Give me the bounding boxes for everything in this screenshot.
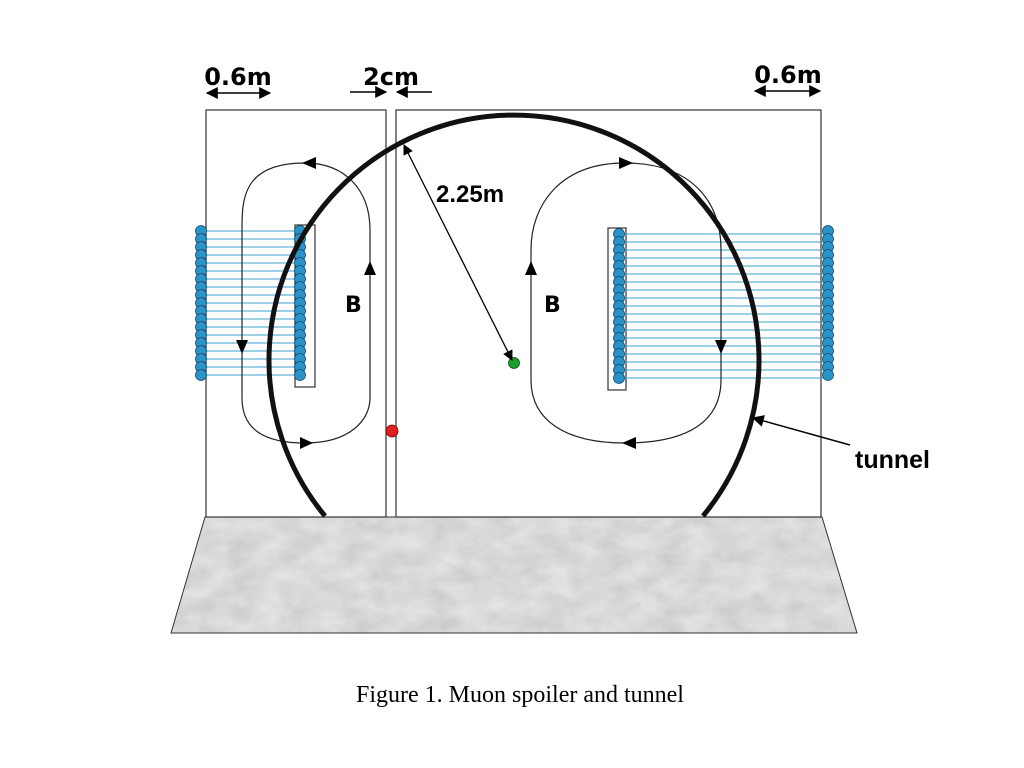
tunnel-pointer-arrow [751,415,851,446]
radius-arrow [403,144,513,361]
left-field-label: B [345,293,362,318]
left-width-label: 0.6m [204,63,272,91]
gap-width-label: 2cm [363,63,419,91]
right-inner-coil-conductors [613,228,625,384]
ground-slab [170,516,858,634]
tunnel-center-marker [508,357,520,369]
right-winding-lines [619,233,828,379]
tunnel-label: tunnel [855,446,930,474]
left-inner-coil-conductors [294,225,306,381]
coil-conductor [294,369,306,381]
tunnel-wall [266,112,762,518]
radius-label: 2.25m [436,181,504,208]
figure-caption: Figure 1. Muon spoiler and tunnel [356,682,684,708]
left-winding-lines [201,230,300,376]
coil-conductor [195,369,207,381]
dimension-arrows [205,85,822,99]
right-outer-coil-conductors [822,225,834,381]
field-direction-arrows [236,157,727,449]
coil-conductor [613,372,625,384]
right-field-label: B [544,293,561,318]
right-width-label: 0.6m [754,61,822,89]
beam-position-marker [385,424,399,438]
left-outer-coil-conductors [195,225,207,381]
coil-conductor [822,369,834,381]
